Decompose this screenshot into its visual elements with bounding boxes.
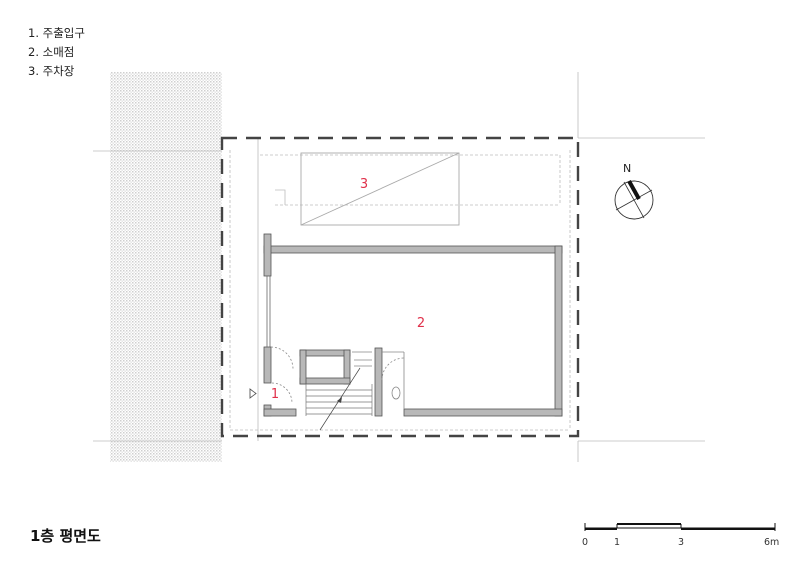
room-label-entrance: 1 bbox=[271, 387, 279, 402]
scale-bar bbox=[584, 523, 776, 531]
legend-item-main-entrance: 1. 주출입구 bbox=[28, 26, 85, 40]
site-lines bbox=[93, 72, 705, 462]
building-walls bbox=[263, 233, 563, 417]
drawing-title: 1층 평면도 bbox=[30, 527, 101, 545]
legend-item-parking: 3. 주차장 bbox=[28, 64, 75, 78]
stair bbox=[305, 367, 373, 431]
hatched-ground-strip bbox=[110, 72, 222, 462]
legend-item-retail-store: 2. 소매점 bbox=[28, 45, 75, 59]
parking-area bbox=[300, 152, 460, 226]
property-boundary bbox=[220, 136, 580, 438]
north-arrow-icon: N bbox=[614, 162, 654, 220]
scale-tick-0: 0 bbox=[582, 537, 589, 548]
room-label-parking: 3 bbox=[360, 177, 368, 192]
legend: 1. 주출입구 2. 소매점 3. 주차장 bbox=[28, 24, 85, 81]
north-label: N bbox=[623, 162, 631, 175]
room-label-shop: 2 bbox=[417, 316, 425, 331]
west-window bbox=[266, 276, 271, 347]
scale-tick-3: 3 bbox=[678, 537, 685, 548]
entrance-arrow-icon bbox=[249, 388, 257, 399]
scale-tick-6m: 6m bbox=[764, 537, 780, 548]
scale-tick-1: 1 bbox=[614, 537, 621, 548]
interior-details bbox=[270, 346, 405, 409]
